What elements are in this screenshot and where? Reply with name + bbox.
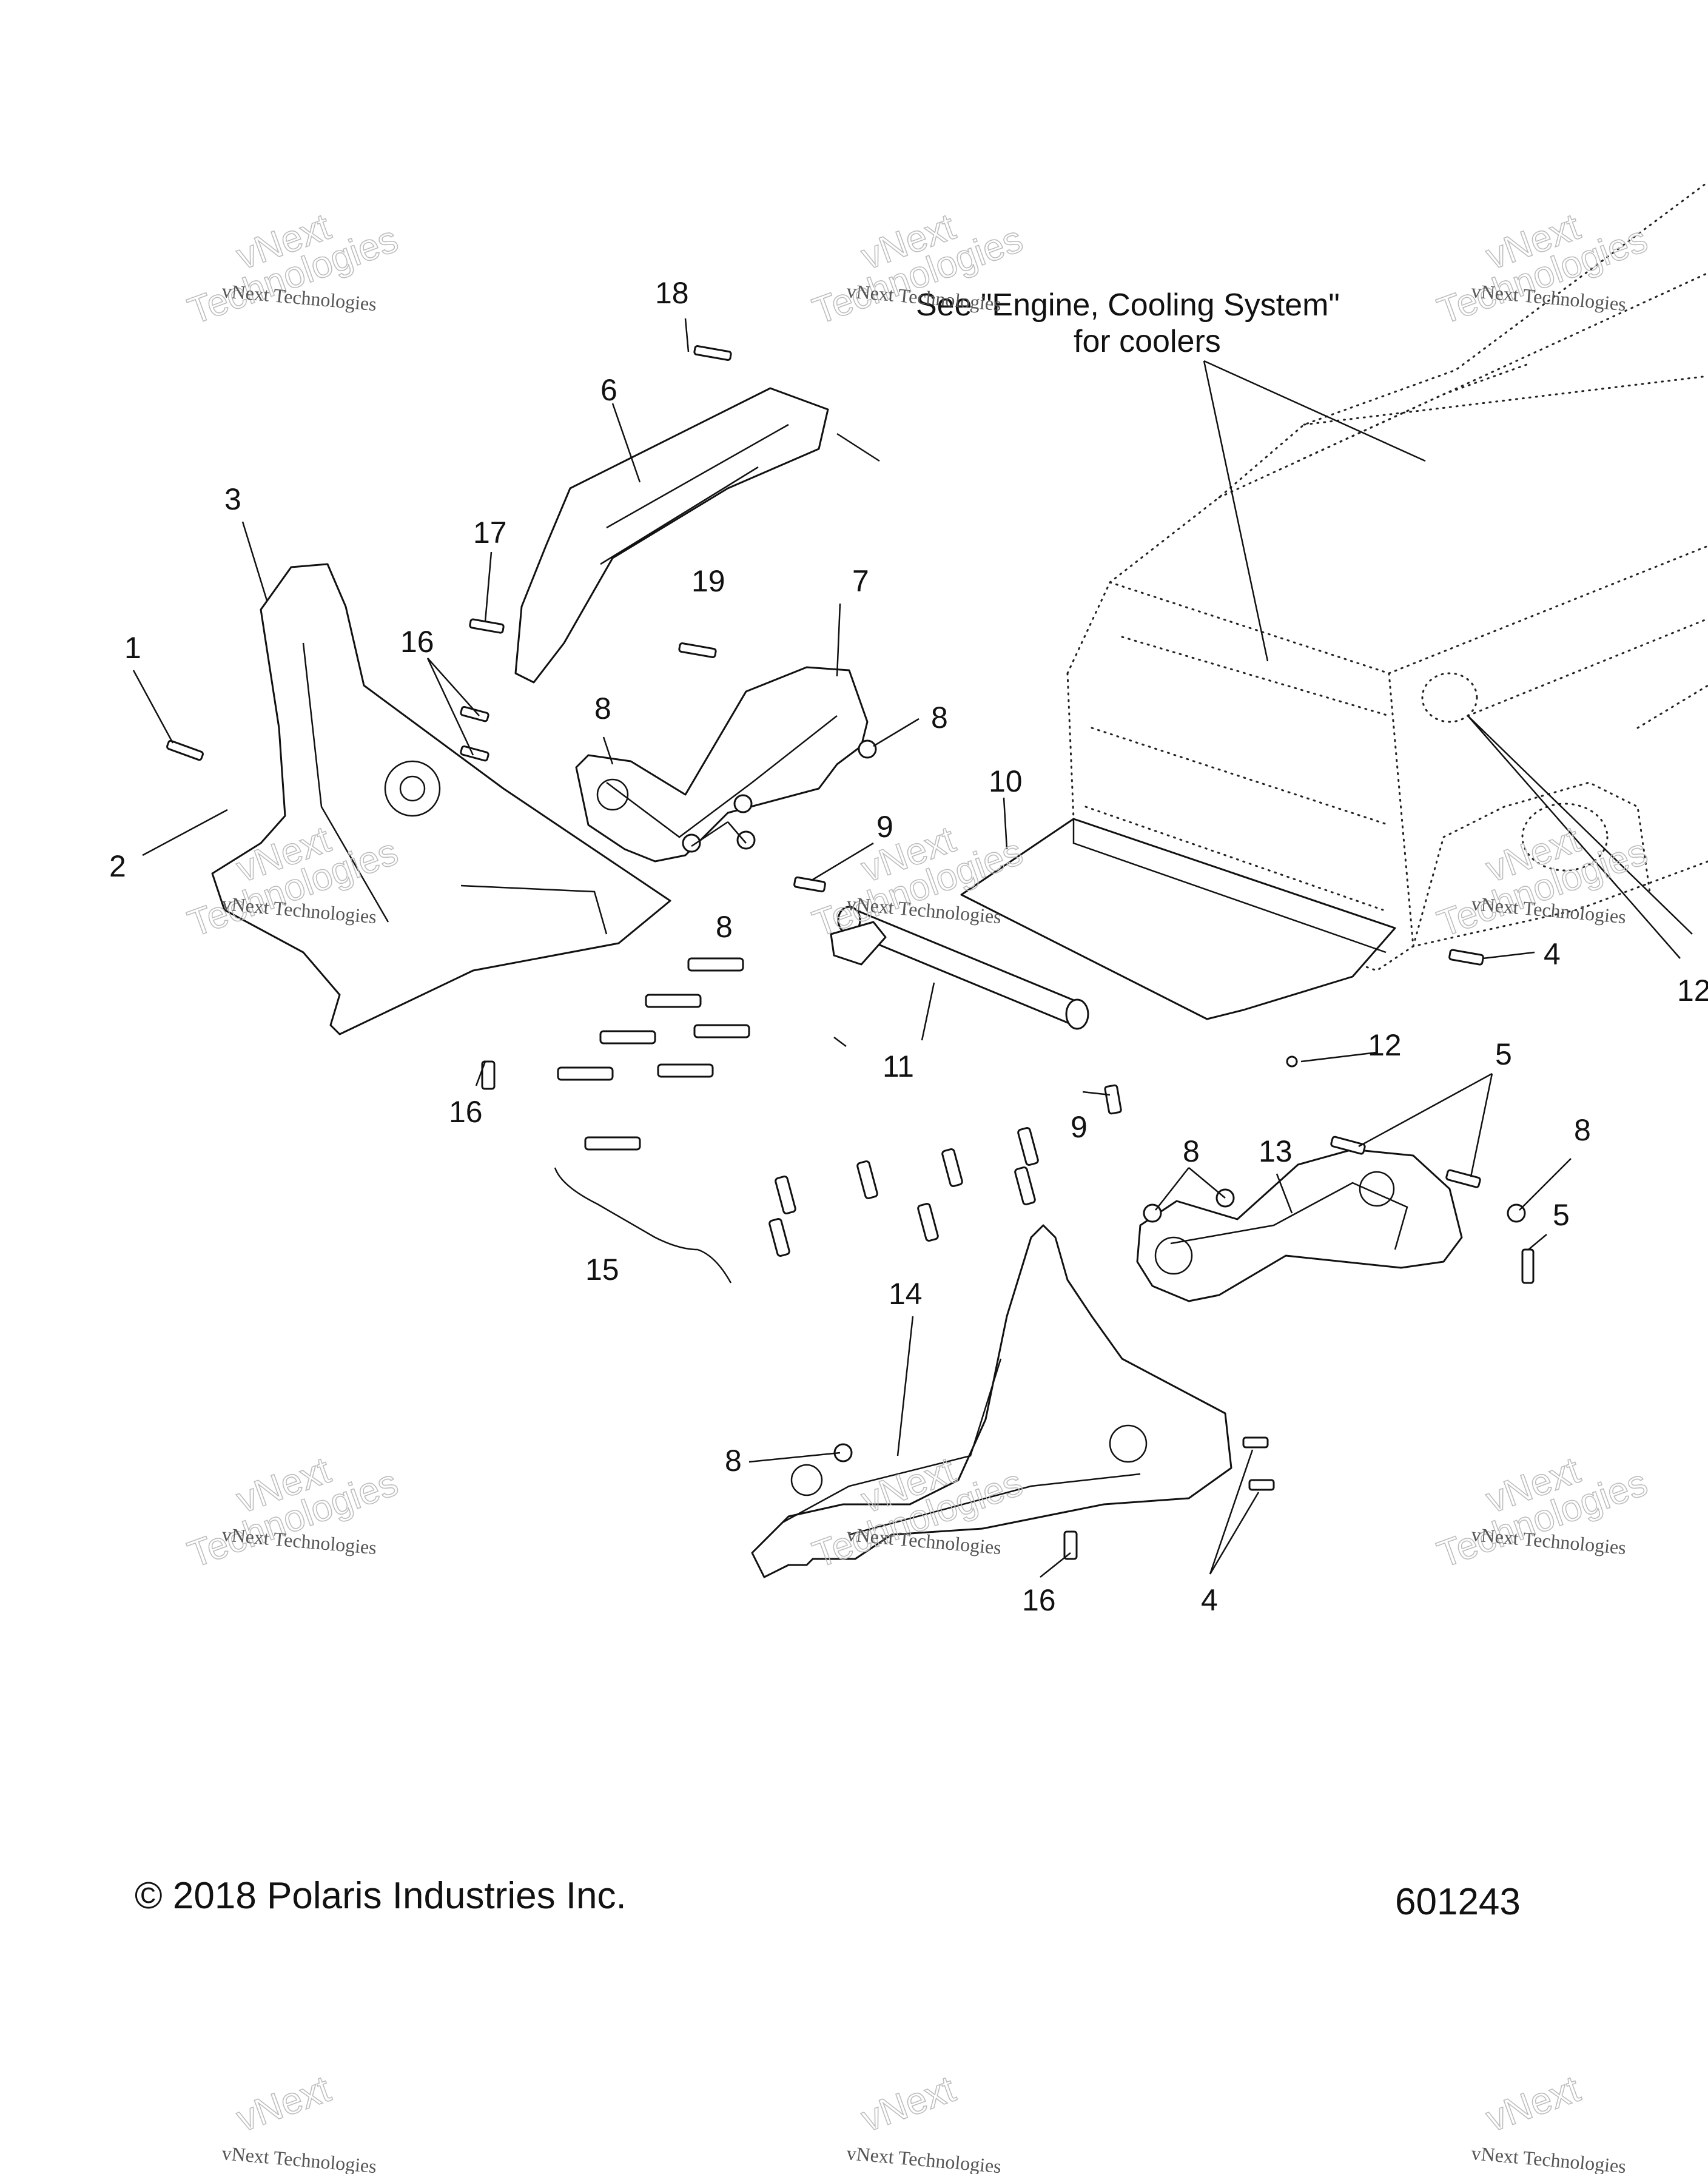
callout-8-right: 8 [1574,1113,1591,1147]
callout-18: 18 [655,276,689,310]
callout-8-left: 8 [594,692,611,725]
upper-frame-rail [514,387,829,684]
callout-13: 13 [1259,1134,1293,1168]
callout-9-upper: 9 [876,810,893,844]
callout-19: 19 [691,564,725,598]
cross-tube [830,906,1089,1030]
callout-8-center: 8 [931,701,948,735]
fasteners [166,345,1535,1560]
left-frame-bracket [211,563,671,1035]
svg-text:vNext: vNext [1481,2068,1585,2140]
callout-9-lower: 9 [1071,1110,1088,1144]
left-frame-detail [302,642,389,923]
callout-16-left: 16 [449,1095,483,1129]
callout-17: 17 [473,516,507,550]
callout-1: 1 [124,631,141,665]
callout-8-pair: 8 [1183,1134,1200,1168]
callout-7: 7 [852,564,869,598]
center-mount-bracket [575,666,869,863]
callout-14: 14 [889,1277,923,1311]
copyright-text: © 2018 Polaris Industries Inc. [135,1875,627,1917]
callout-10: 10 [989,764,1023,798]
reference-note-line2: for coolers [1074,324,1221,359]
callout-4-right: 4 [1544,937,1561,971]
callout-5-lower: 5 [1553,1198,1570,1232]
callout-8-lower: 8 [725,1444,742,1478]
callout-15: 15 [585,1253,619,1287]
svg-text:vNext Technologies: vNext Technologies [1470,2142,1627,2174]
callout-8-nuts: 8 [716,910,733,944]
callout-16-lower: 16 [1022,1583,1056,1617]
left-frame-detail2 [460,884,608,935]
callout-2: 2 [109,849,126,883]
engine-outline [1066,181,1708,972]
callout-12-edge: 12 [1677,974,1708,1008]
callout-12-center: 12 [1368,1028,1402,1062]
callout-16-upper: 16 [400,625,434,659]
svg-text:vNext: vNext [231,2068,336,2140]
leader-lines [132,318,1693,1578]
lower-frame [751,1224,1232,1578]
left-frame-boss [384,760,441,817]
svg-text:vNext Technologies: vNext Technologies [846,2142,1002,2174]
callout-3: 3 [224,482,241,516]
reference-note-line1: See "Engine, Cooling System" [916,288,1340,323]
callout-5-upper: 5 [1495,1037,1512,1071]
callout-6: 6 [600,373,617,407]
callout-11: 11 [883,1049,914,1083]
figure-number: 601243 [1395,1881,1521,1923]
callout-labels: 1 2 3 16 18 6 17 19 7 8 8 8 9 10 11 9 16… [109,276,1708,1617]
svg-text:vNext: vNext [856,2068,961,2140]
skid-plate-edge [1072,819,1387,954]
callout-4-lower: 4 [1201,1583,1218,1617]
right-mount-bracket [1136,1148,1463,1302]
svg-text:vNext Technologies: vNext Technologies [221,2142,377,2174]
